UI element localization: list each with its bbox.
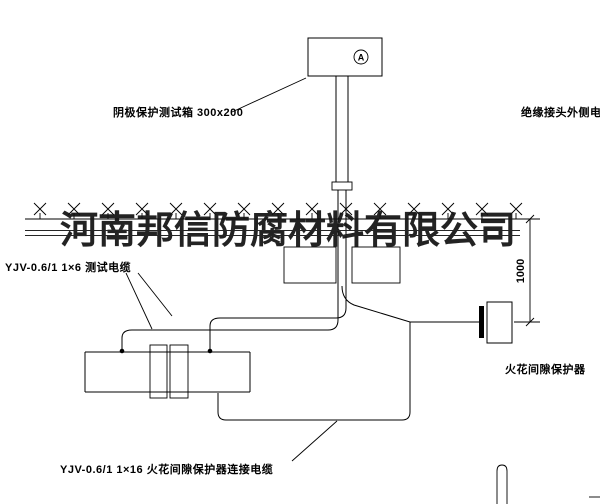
leader-lines [125,77,338,462]
concrete-block-right [351,246,401,284]
cable-terminal-dot-left [119,348,125,354]
dimension-text: 1000 [515,258,527,284]
conduit-coupling [331,181,353,191]
test-box: A [307,37,383,77]
spark-gap-cable [217,285,479,421]
concrete-block-left [283,246,337,284]
label-test-box: 阴极保护测试箱 300x200 [113,107,244,119]
dimension-line [514,214,540,327]
spark-gap-protector [479,301,513,344]
label-connection-cable: YJV-0.6/1 1×16 火花间隙保护器连接电缆 [60,464,274,476]
conduit [331,76,353,191]
test-cables [121,190,347,351]
riser-symbol [496,464,508,504]
insulated-joint [149,344,189,399]
meter-letter: A [358,53,365,63]
pipeline [84,344,251,399]
label-test-cable: YJV-0.6/1 1×6 测试电缆 [5,262,132,274]
label-outer-cable: 绝缘接头外侧电缆 [521,107,600,119]
cable-terminal-dot-right [207,348,213,354]
meter-circle-icon: A [353,49,369,65]
ground-hatch-marks [33,202,523,219]
watermark-strike-line [25,230,520,231]
watermark-strike-line [25,235,520,236]
label-spark-gap: 火花间隙保护器 [505,364,586,376]
